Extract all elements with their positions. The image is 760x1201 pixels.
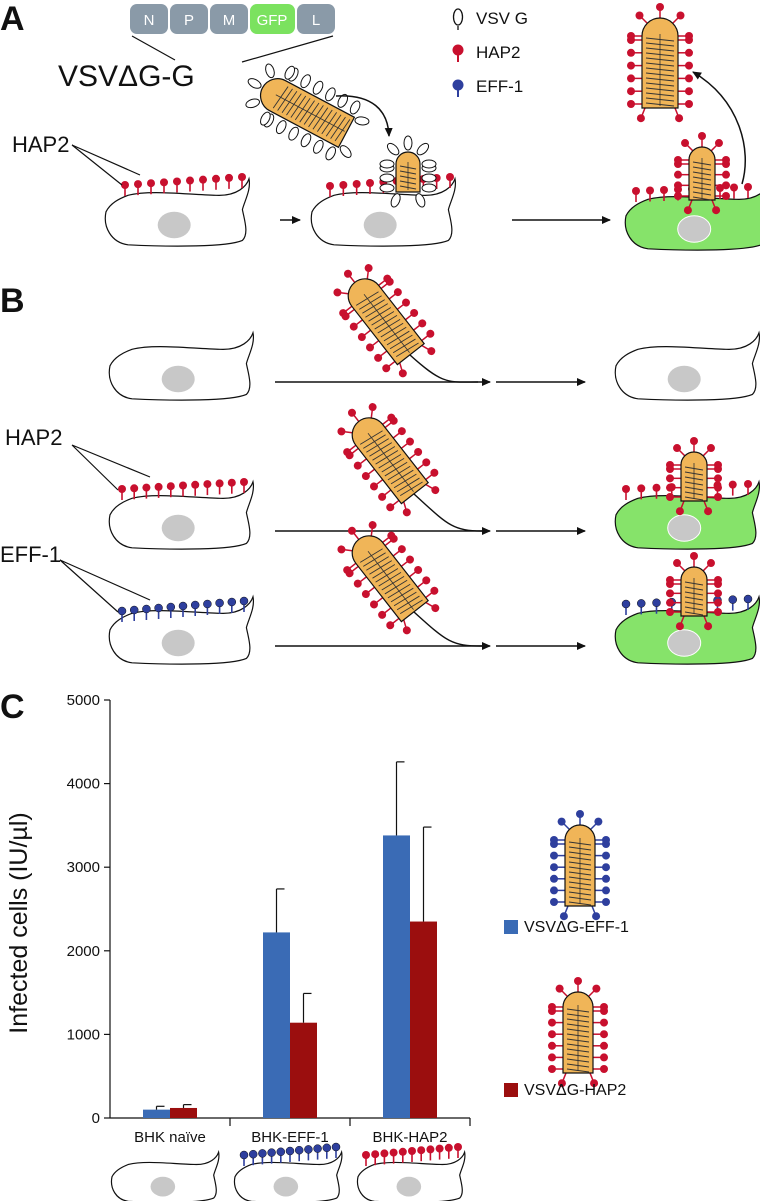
eff1-callout-lines-b	[59, 559, 151, 613]
cell-b2-target	[108, 479, 255, 550]
bar-eff1-0	[143, 1109, 170, 1118]
legend-series-label-0: VSVΔG-EFF-1	[524, 919, 629, 936]
hap2-callout-label-b: HAP2	[5, 425, 62, 450]
genome-segment-n	[130, 4, 168, 34]
genome-n-label: N	[144, 12, 155, 29]
hap2-receptors-a1	[121, 173, 246, 196]
legend-virion-eff1	[550, 810, 610, 921]
virion-hap2-b1	[333, 264, 436, 378]
genome-segment-l	[297, 4, 335, 34]
path-curve-b2	[413, 493, 483, 532]
path-curve-b3	[413, 611, 483, 647]
icon-cell-eff1	[233, 1149, 343, 1201]
eff1-callout-label-b: EFF-1	[0, 542, 61, 567]
bar-hap2-2	[410, 921, 437, 1118]
cell-a3-infected	[624, 193, 760, 251]
arrow-release	[692, 71, 746, 185]
panel-letter-c: C	[0, 688, 25, 726]
x-tick-label: BHK naïve	[134, 1129, 206, 1146]
diagram-layer	[59, 3, 760, 1201]
bar-hap2-1	[290, 1022, 317, 1118]
chart-y-axis-label: Infected cells (IU/µl)	[5, 812, 33, 1033]
hap2-receptors-b2	[118, 478, 248, 500]
genome-p-label: P	[184, 12, 194, 29]
x-tick-label: BHK-EFF-1	[251, 1129, 329, 1146]
genome-l-label: L	[312, 12, 320, 29]
icon-cell-naive	[110, 1149, 220, 1201]
icon-eff1-receptors	[239, 1142, 341, 1166]
eff1-receptors-b3	[117, 596, 249, 622]
legend-hap2-label: HAP2	[476, 43, 520, 62]
hap2-callout-label-a: HAP2	[12, 132, 69, 157]
path-curve-b1	[409, 354, 479, 383]
virion-hap2-b2	[337, 403, 440, 517]
virion-budding-b3	[666, 552, 722, 631]
legend-vsvg-label: VSV G	[476, 9, 528, 28]
cell-b1-target	[108, 330, 255, 401]
virion-hap2-released	[627, 3, 693, 123]
cell-b1-uninfected	[614, 330, 760, 401]
y-tick-label: 2000	[67, 943, 100, 960]
x-tick-label: BHK-HAP2	[372, 1129, 447, 1146]
hap2-callout-lines-a	[71, 144, 141, 186]
panel-letter-a: A	[0, 0, 25, 38]
y-tick-label: 0	[92, 1110, 100, 1127]
eff1-icon	[452, 79, 464, 91]
genome-segment-gfp	[250, 4, 295, 34]
panel-letter-b: B	[0, 282, 25, 320]
icon-hap2-receptors	[362, 1143, 462, 1166]
cell-b3-target	[108, 594, 255, 665]
y-tick-label: 5000	[67, 692, 100, 709]
cell-b3-infected	[614, 594, 760, 665]
legend-panel-a: VSV G HAP2 EFF-1	[452, 8, 528, 97]
bar-eff1-2	[383, 835, 410, 1118]
genome-m-label: M	[223, 12, 236, 29]
cell-b2-infected	[614, 479, 760, 550]
virion-fusing-a	[379, 135, 437, 208]
hap2-icon	[452, 44, 464, 56]
genome-gfp-label: GFP	[257, 12, 288, 29]
y-tick-label: 1000	[67, 1026, 100, 1043]
virion-budding-a	[674, 132, 730, 215]
virion-vsvg-a	[245, 63, 370, 161]
hap2-callout-lines-b	[71, 444, 151, 491]
legend-swatch-0	[504, 920, 518, 934]
bar-chart: Infected cells (IU/µl) 0 1000 2000 3000 4000…	[5, 692, 629, 1146]
arrow-virion-attach	[335, 95, 393, 137]
legend-virion-hap2	[548, 977, 608, 1088]
legend-swatch-1	[504, 1083, 518, 1097]
y-tick-label: 3000	[67, 859, 100, 876]
legend-series-label-1: VSVΔG-HAP2	[524, 1082, 626, 1099]
bar-eff1-1	[263, 932, 290, 1118]
genome-construct: N P M GFP L	[130, 4, 335, 63]
virion-budding-b2	[666, 437, 722, 516]
vsv-g-icon	[452, 8, 464, 26]
legend-eff1-label: EFF-1	[476, 77, 523, 96]
bar-hap2-0	[170, 1107, 197, 1118]
genome-segment-m	[210, 4, 248, 34]
y-tick-label: 4000	[67, 776, 100, 793]
virion-hap2-b3	[337, 521, 440, 635]
virus-construct-label: VSVΔG-G	[58, 60, 195, 93]
genome-segment-p	[170, 4, 208, 34]
